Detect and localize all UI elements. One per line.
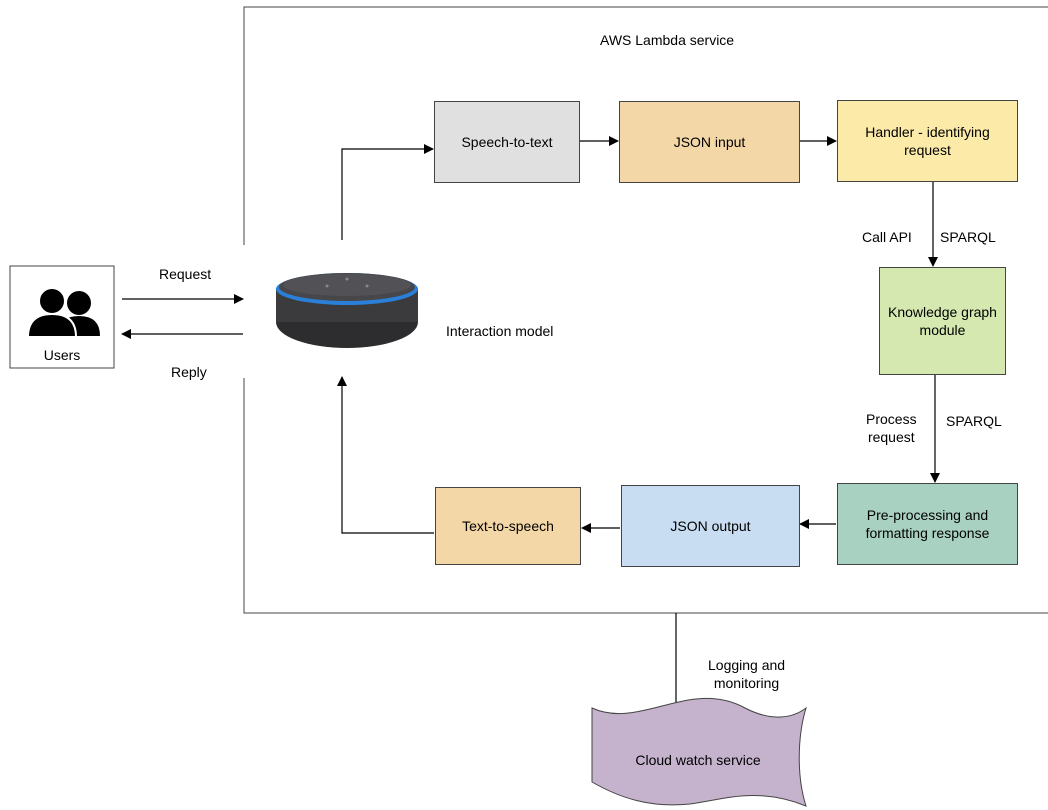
users-label: Users [43,347,81,363]
text-to-speech-box: Text-to-speech [435,487,581,565]
connectors [121,136,940,718]
json-input-box: JSON input [619,101,800,183]
process-request-label: Process request [866,411,917,445]
interaction-model-label: Interaction model [446,323,554,339]
sparql-label-2: SPARQL [946,413,1002,429]
preprocessing-box: Pre-processing and formatting response [837,483,1018,565]
users-icon [26,287,100,338]
smart-speaker-icon [276,273,418,348]
call-api-label: Call API [862,229,912,245]
request-label: Request [159,266,212,282]
handler-box: Handler - identifying request [837,100,1018,182]
json-input-label: JSON input [673,134,746,150]
sparql-label-1: SPARQL [940,229,996,245]
tts-to-device-arrow [337,376,434,534]
preprocessing-label: Pre-processing and formatting response [865,507,990,541]
cloud-watch-label: Cloud watch service [635,752,761,768]
knowledge-graph-box: Knowledge graph module [879,267,1006,375]
speech-to-text-label: Speech-to-text [461,134,553,150]
json-output-label: JSON output [670,518,751,534]
json-output-box: JSON output [621,485,800,567]
logging-monitoring-label: Logging and monitoring [708,657,786,691]
handler-label: Handler - identifying request [865,124,990,158]
speech-to-text-box: Speech-to-text [434,101,580,183]
container-title: AWS Lambda service [600,32,735,48]
lambda-container-border [243,6,1048,614]
cloud-watch-shape [591,697,807,807]
knowledge-graph-label: Knowledge graph module [888,304,997,338]
text-to-speech-label: Text-to-speech [462,518,554,534]
reply-label: Reply [171,364,207,380]
device-to-speech-arrow [341,144,434,240]
